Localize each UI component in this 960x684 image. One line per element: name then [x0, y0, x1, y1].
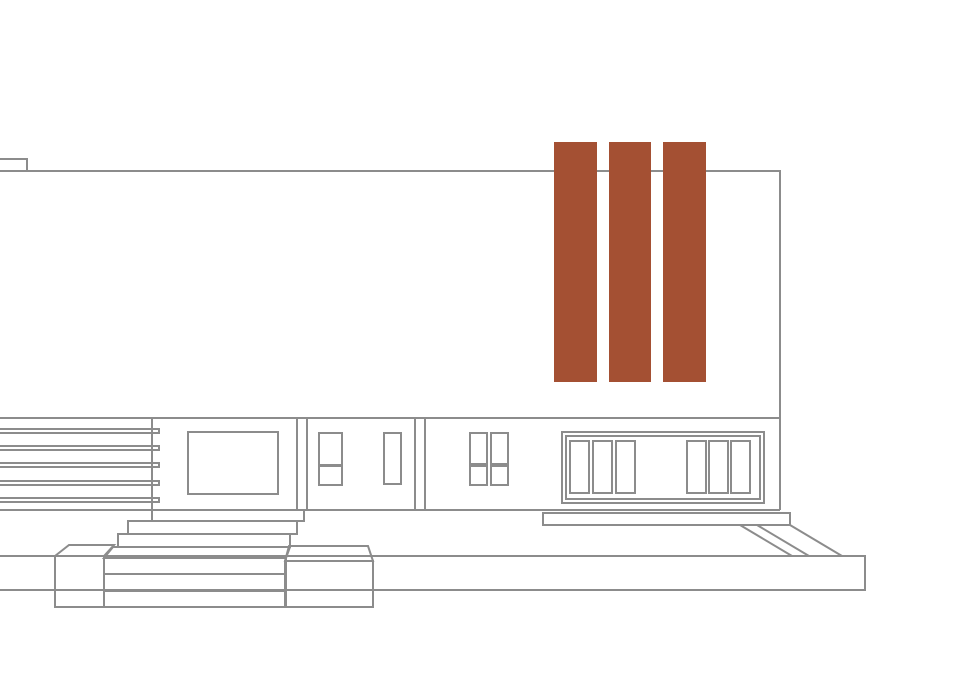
terrace-ledge [542, 512, 791, 526]
louver-slat [0, 445, 160, 451]
stair-side-block-left-top [52, 544, 117, 557]
louver-slat [0, 428, 160, 434]
door-panel [592, 440, 613, 494]
ground-floor [0, 417, 781, 520]
entrance-stairs [52, 509, 375, 608]
accent-fin [609, 142, 651, 382]
door-panel [708, 440, 729, 494]
louver-slats [0, 428, 160, 503]
stair-step [151, 509, 305, 522]
stair-side-block-left [54, 555, 105, 608]
door-frame-outer [561, 431, 765, 504]
door-panel [615, 440, 636, 494]
window-pane [318, 465, 343, 486]
stair-step [117, 533, 291, 548]
upper-wall-outline [0, 170, 781, 418]
window-pane [490, 465, 509, 486]
louver-slat [0, 480, 160, 486]
ground-slab [0, 555, 866, 591]
sliding-glass-door [561, 431, 765, 504]
slot-window [383, 432, 402, 485]
louver-slat [0, 462, 160, 468]
window-pane [469, 432, 488, 465]
small-window [318, 432, 343, 486]
terrace-and-ramp [542, 512, 843, 557]
double-window [469, 432, 509, 486]
door-panel [730, 440, 751, 494]
accent-fin [554, 142, 597, 382]
accent-fin [663, 142, 706, 382]
ramp-rail [739, 524, 793, 557]
stair-riser-block [103, 557, 287, 608]
window-pane [469, 465, 488, 486]
ramp-rail [756, 524, 810, 557]
window-pane [318, 432, 343, 466]
door-panel [569, 440, 590, 494]
accent-fins [554, 142, 706, 382]
door-panel [686, 440, 707, 494]
upper-volume [0, 158, 781, 418]
stair-side-block-right [284, 560, 374, 608]
window-pane [490, 432, 509, 465]
roof-ledge [0, 158, 28, 171]
ramp-rail [789, 524, 843, 557]
picture-window [187, 431, 279, 495]
louver-slat [0, 497, 160, 503]
stair-step [127, 520, 298, 535]
stair-side-block-right-top [283, 545, 375, 562]
door-frame-inner [565, 435, 761, 500]
